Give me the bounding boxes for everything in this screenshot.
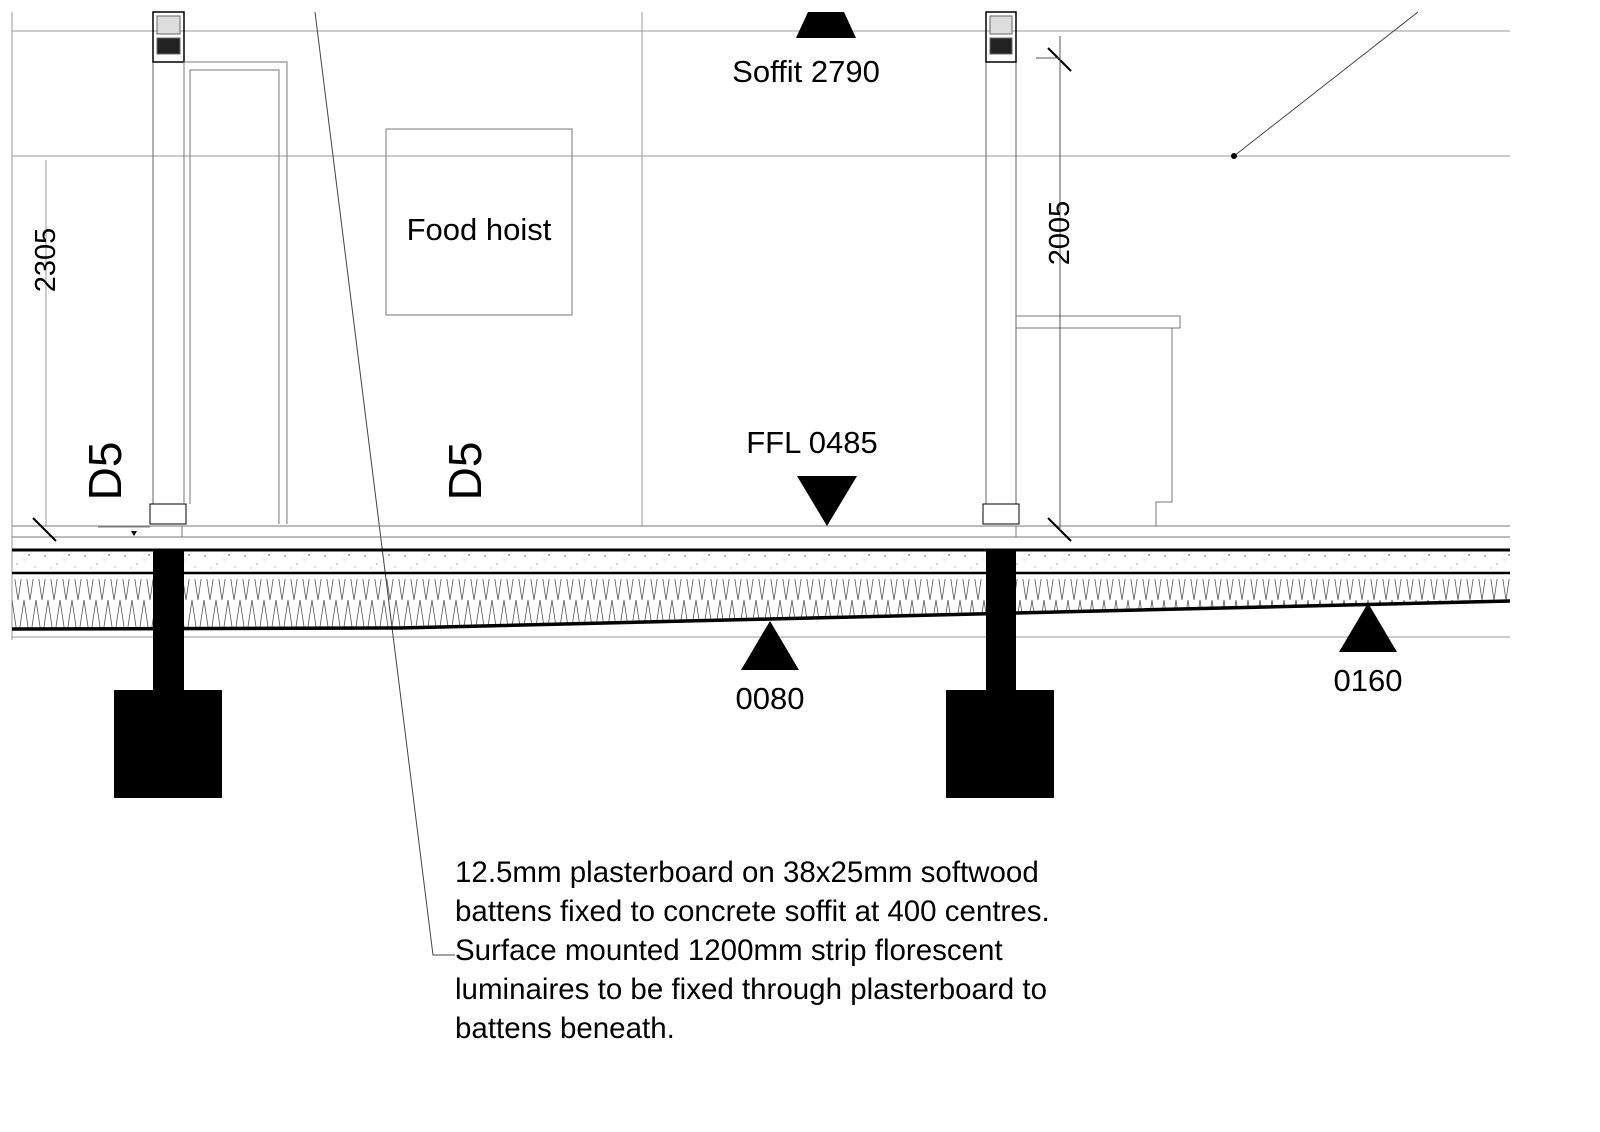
specification-note: 12.5mm plasterboard on 38x25mm softwood … xyxy=(455,853,1175,1048)
datum-lines xyxy=(11,12,1510,640)
level-label-0080: 0080 xyxy=(736,681,805,716)
door-tag-mid: D5 xyxy=(439,442,491,501)
screed-layer xyxy=(12,550,1510,572)
column-left xyxy=(149,11,187,525)
slab-base-line xyxy=(11,599,1511,631)
dimension-ticks xyxy=(32,47,1072,542)
door-frame xyxy=(183,61,288,524)
column-right xyxy=(982,11,1020,525)
leader-lines xyxy=(314,11,1419,956)
insulation-layer xyxy=(12,579,1510,629)
counter-unit xyxy=(1016,315,1181,526)
door-tag-left: D5 xyxy=(79,442,131,501)
note-line: Surface mounted 1200mm strip florescent xyxy=(455,934,1003,967)
ffl-level-marker xyxy=(797,476,857,526)
food-hoist-outline xyxy=(385,128,573,316)
level-marker-0080 xyxy=(741,621,799,670)
note-line: 12.5mm plasterboard on 38x25mm softwood xyxy=(455,856,1039,889)
soffit-level-marker xyxy=(796,12,856,38)
level-label-0160: 0160 xyxy=(1334,663,1403,698)
note-line: luminaires to be fixed through plasterbo… xyxy=(455,973,1047,1006)
note-line: battens fixed to concrete soffit at 400 … xyxy=(455,895,1050,928)
dimension-left-label: 2305 xyxy=(30,228,62,293)
dimension-right-label: 2005 xyxy=(1044,201,1076,266)
note-line: battens beneath. xyxy=(455,1012,675,1045)
hoist-label: Food hoist xyxy=(407,212,552,247)
small-level-flag xyxy=(98,526,150,536)
foundations xyxy=(114,550,1054,798)
soffit-level-label: Soffit 2790 xyxy=(732,54,880,89)
leader-dot xyxy=(1231,153,1237,159)
floor-finish xyxy=(12,525,1510,538)
ffl-level-label: FFL 0485 xyxy=(746,425,878,460)
level-marker-0160 xyxy=(1339,603,1397,652)
